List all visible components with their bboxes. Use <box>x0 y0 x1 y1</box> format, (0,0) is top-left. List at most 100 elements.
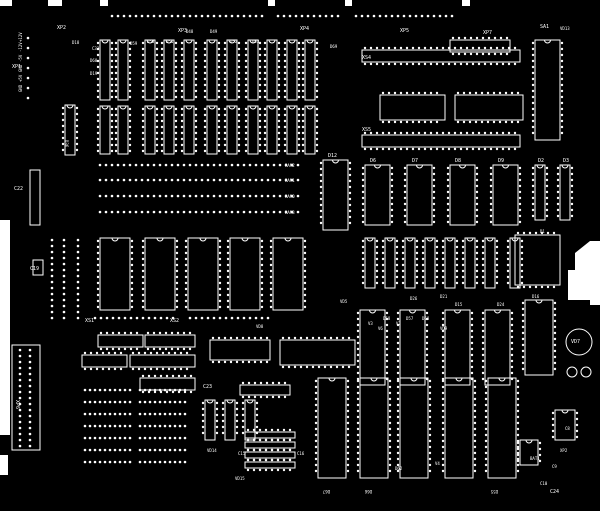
xs2-pins <box>188 316 270 320</box>
resistor-pins <box>76 238 80 320</box>
ic-footprints <box>11 36 593 479</box>
ram-pins <box>98 178 300 182</box>
connector-label: XP6 <box>14 400 20 409</box>
misc-label: VD14 <box>207 448 217 453</box>
socket-label: XS1 <box>85 318 94 324</box>
socket-label: XS5 <box>362 127 371 133</box>
misc-label: VD13 <box>560 26 570 31</box>
socket-label: XS2 <box>170 318 179 324</box>
chip-label: D2 <box>538 158 544 164</box>
chip-h7 <box>139 374 196 394</box>
chip-label: D69 <box>330 44 338 49</box>
power-label: -12V <box>18 42 23 52</box>
connector-label: XP5 <box>400 28 409 34</box>
chip-label: D7 <box>412 158 418 164</box>
chip-label: D55 <box>490 489 498 494</box>
chip-h5 <box>209 336 271 364</box>
connector-label: XP2 <box>57 25 66 31</box>
chip-a1 <box>379 91 446 124</box>
chip-h6 <box>279 336 356 369</box>
top-chip <box>141 39 159 101</box>
mid-chip <box>223 105 241 155</box>
memory-chip <box>184 237 222 311</box>
chip-label: D12 <box>328 153 337 159</box>
chip-d36 <box>61 104 79 156</box>
large-chip <box>396 309 429 386</box>
chip-label: D50 <box>147 39 155 44</box>
chip-label: D57 <box>406 316 414 321</box>
chip-label: D18 <box>72 40 80 45</box>
chip-label: D1 <box>540 229 545 234</box>
chip-label: D8 <box>455 158 461 164</box>
small-chip <box>221 399 239 441</box>
resistor-row <box>138 436 187 440</box>
power-pins <box>26 36 30 100</box>
mid-chip <box>114 105 132 155</box>
power-label: GND <box>18 64 23 72</box>
resistor-row <box>138 448 187 452</box>
chip-label: D21 <box>440 294 448 299</box>
cap-label: C22 <box>14 186 23 192</box>
socket-label: XS4 <box>362 55 371 61</box>
top-chip <box>283 39 301 101</box>
misc-label: BAT1 <box>530 456 540 461</box>
reg-chip <box>489 164 522 226</box>
memory-chip <box>226 237 264 311</box>
socket-xs4 <box>361 46 521 66</box>
bottom-chip <box>314 377 350 479</box>
chip-d3 <box>556 164 574 221</box>
mid-chip <box>301 105 319 155</box>
connector-xp6 <box>11 344 41 451</box>
mid-chip <box>180 105 198 155</box>
cap-c22 <box>29 169 41 226</box>
connector-label: XP4 <box>300 26 309 32</box>
chip-right <box>551 409 579 441</box>
chip-d1 <box>514 231 561 289</box>
chip-d33 <box>239 381 291 399</box>
cap-label: C15 <box>238 451 246 456</box>
resistor-row <box>138 460 187 464</box>
chip-a2 <box>454 91 524 124</box>
misc-label: V3 <box>368 321 373 326</box>
reg-chip <box>446 164 479 226</box>
chip-label: D51 <box>166 39 174 44</box>
misc-label: VD7 <box>571 339 580 345</box>
chip-label: D62 <box>395 466 403 471</box>
ram-label: RAM3 <box>285 210 295 215</box>
connector-label: XP1 <box>12 64 21 70</box>
cap-label: C8 <box>565 426 570 431</box>
resistor-row <box>138 388 187 392</box>
resistor-row <box>83 424 132 428</box>
power-label: -5V <box>18 54 23 62</box>
small-chip <box>201 399 219 441</box>
mid-chip <box>96 105 114 155</box>
cap-label: C16 <box>297 451 305 456</box>
misc-label: VD8 <box>256 324 264 329</box>
resistor-row <box>138 400 187 404</box>
misc-label: VD5 <box>340 299 348 304</box>
cap-label: C19 <box>30 266 39 272</box>
pin-rows <box>26 14 454 464</box>
ram-label: RAM1 <box>285 178 295 183</box>
logic-chip <box>381 237 399 289</box>
resistor-row <box>83 388 132 392</box>
power-label: GND <box>18 84 23 92</box>
chip-d2 <box>531 164 549 221</box>
top-chip <box>96 39 114 101</box>
misc-label: VD15 <box>235 476 245 481</box>
chip-label: D6 <box>370 158 376 164</box>
cap-label: C33 <box>92 46 100 51</box>
reg-chip <box>403 164 436 226</box>
large-chip <box>481 309 514 386</box>
chip-label: D58 <box>383 316 391 321</box>
power-label: +12V <box>18 32 23 42</box>
chip-label: D60 <box>90 58 98 63</box>
chip-label: D36 <box>64 140 69 148</box>
xp4-pins <box>276 14 340 18</box>
logic-chip <box>361 237 379 289</box>
bottom-chip <box>484 377 520 479</box>
misc-label: VD11 <box>575 261 585 266</box>
mid-chip <box>283 105 301 155</box>
chip-right-small <box>516 439 542 466</box>
